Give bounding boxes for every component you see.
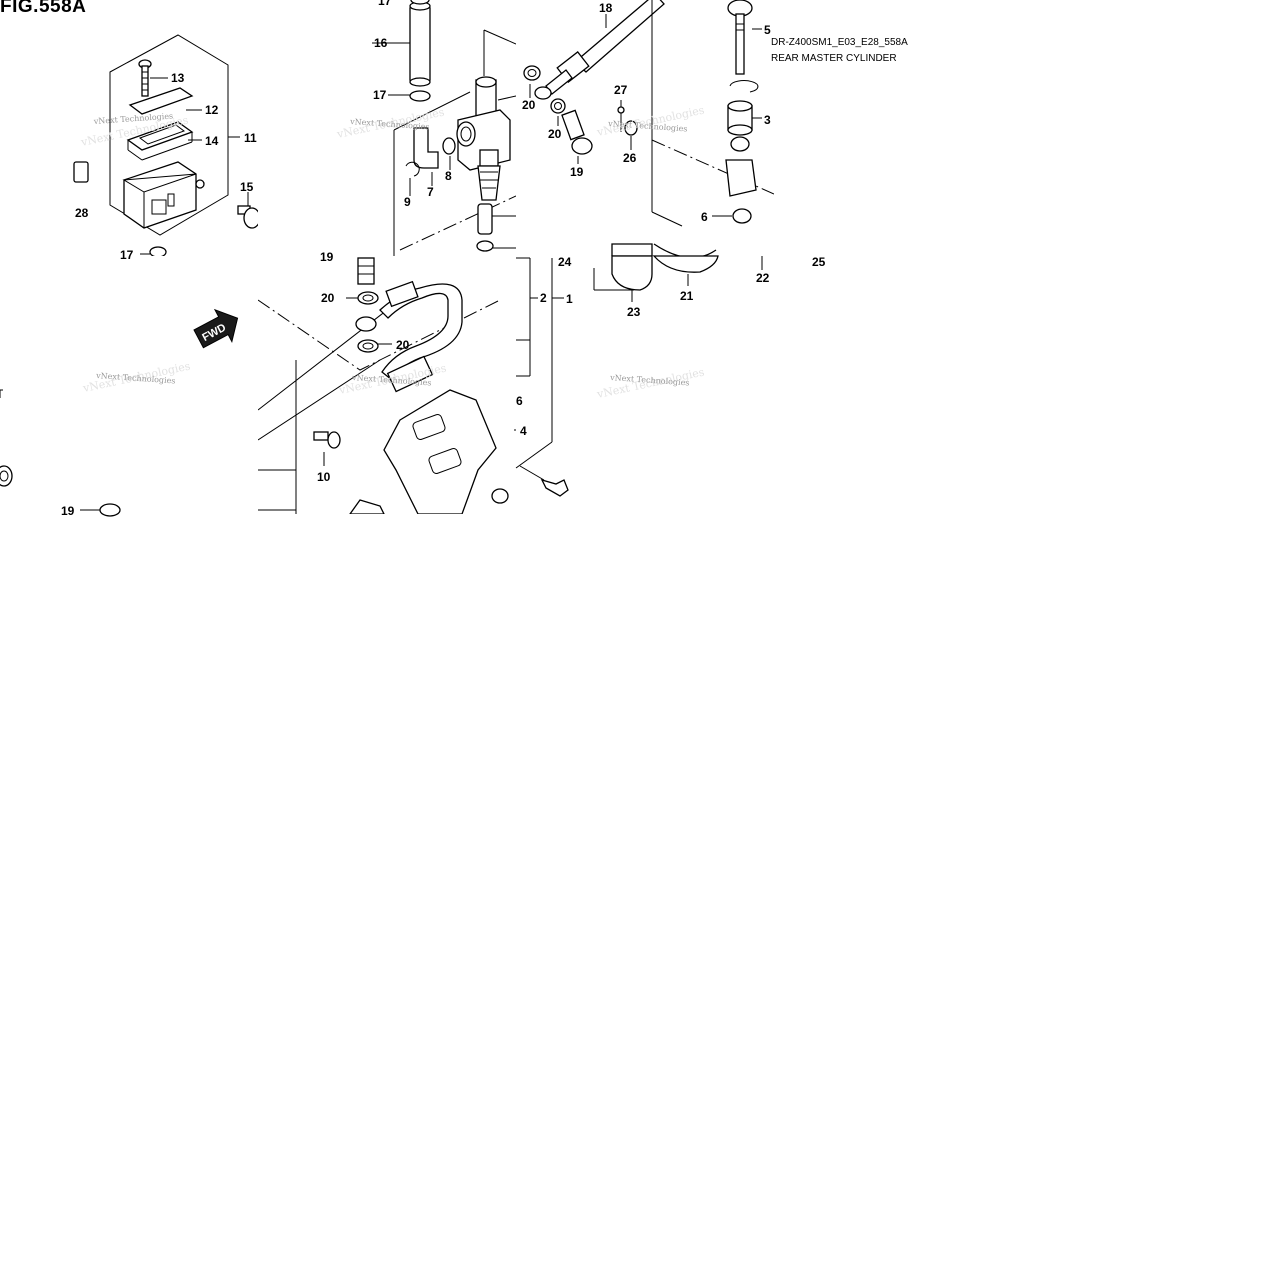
callout-20-d: 20 [396, 338, 410, 352]
callout-17-c: 17 [120, 248, 134, 262]
assembly-brackets [514, 257, 564, 469]
union-bolt-19 [561, 109, 593, 155]
callout-20-a: 20 [522, 98, 536, 112]
callout-18: 18 [599, 1, 613, 15]
bracket-23 [611, 243, 653, 256]
brake-hose-lower [355, 280, 463, 393]
reservoir-group [73, 34, 258, 256]
master-cylinder-group [372, 0, 516, 256]
clamp-17-mid [409, 90, 431, 102]
bolt-right [491, 488, 509, 504]
callout-13: 13 [171, 71, 185, 85]
callout-5: 5 [764, 23, 771, 37]
caliper-guard [383, 389, 497, 514]
callout-28: 28 [75, 206, 89, 220]
screw-13 [138, 59, 152, 97]
callout-4: 4 [520, 424, 527, 438]
callout-1: 1 [566, 292, 573, 306]
brake-hose-18 [534, 0, 665, 100]
linkage-group [523, 0, 774, 267]
callout-6-a: 6 [701, 210, 708, 224]
part-bottom [349, 499, 385, 514]
plate-12 [128, 87, 194, 115]
hose-16 [409, 1, 431, 87]
washer-26 [624, 120, 638, 136]
callout-2: 2 [540, 291, 547, 305]
circlip [729, 80, 759, 93]
gasket-20-d [357, 339, 379, 353]
part-21 [653, 243, 717, 256]
nut-6 [732, 208, 752, 224]
callout-labels: 13 12 14 11 15 28 17 17 16 17 9 7 8 18 2… [61, 0, 826, 518]
callout-16: 16 [374, 36, 388, 50]
callout-22: 22 [756, 271, 770, 285]
callout-25: 25 [812, 255, 826, 269]
callout-3: 3 [764, 113, 771, 127]
pushrod-end [476, 240, 494, 252]
callout-6-b: 6 [516, 394, 523, 408]
callout-14: 14 [205, 134, 219, 148]
oring-8 [442, 137, 456, 155]
union-bolt-19-lower [357, 257, 375, 285]
part-21-lower [652, 255, 719, 273]
figure-subtitle: REAR MASTER CYLINDER [771, 53, 897, 64]
reservoir-body [122, 161, 205, 229]
figure-title: FIG.558A [0, 0, 87, 17]
callout-21: 21 [680, 289, 694, 303]
callout-19-c: 19 [320, 250, 334, 264]
callout-11: 11 [244, 131, 257, 145]
left-misc-parts [0, 389, 121, 517]
callout-10: 10 [317, 470, 331, 484]
cylinder-body [456, 76, 511, 201]
callout-26: 26 [623, 151, 637, 165]
callout-20-c: 20 [321, 291, 335, 305]
callout-24: 24 [558, 255, 572, 269]
reservoir-frame [109, 34, 229, 236]
callout-23: 23 [627, 305, 641, 319]
diaphragm-14 [126, 121, 194, 161]
clevis [725, 159, 757, 197]
circlip-9 [405, 161, 420, 177]
fwd-arrow: FWD [193, 308, 239, 349]
callout-19-b: 19 [61, 504, 75, 518]
callout-17-a: 17 [378, 0, 392, 8]
callout-27: 27 [614, 83, 628, 97]
bracket-23-lower [593, 255, 763, 302]
callout-9: 9 [404, 195, 411, 209]
callout-8: 8 [445, 169, 452, 183]
figure-code: DR-Z400SM1_E03_E28_558A [771, 37, 908, 48]
pushrod-5 [727, 0, 753, 75]
clamp-17-lower [149, 246, 167, 256]
callout-17-b: 17 [373, 88, 387, 102]
cap-28 [73, 161, 89, 183]
piston [477, 203, 493, 235]
elbow-7 [413, 127, 439, 169]
clamp-17-top [410, 0, 430, 5]
callout-7: 7 [427, 185, 434, 199]
screw-10 [313, 431, 341, 449]
callout-15: 15 [240, 180, 254, 194]
nut [730, 136, 750, 152]
callout-19-a: 19 [570, 165, 584, 179]
gasket-20-a [523, 65, 541, 81]
boot-3 [727, 100, 753, 136]
pin-27 [617, 106, 625, 114]
screw-15 [237, 205, 258, 229]
gasket-20-b [550, 98, 566, 114]
gasket-20-c [357, 291, 379, 305]
bolt-24 [585, 257, 597, 267]
callout-20-b: 20 [548, 127, 562, 141]
callout-12: 12 [205, 103, 219, 117]
pin-25 [519, 465, 569, 497]
guard-group [258, 257, 509, 514]
